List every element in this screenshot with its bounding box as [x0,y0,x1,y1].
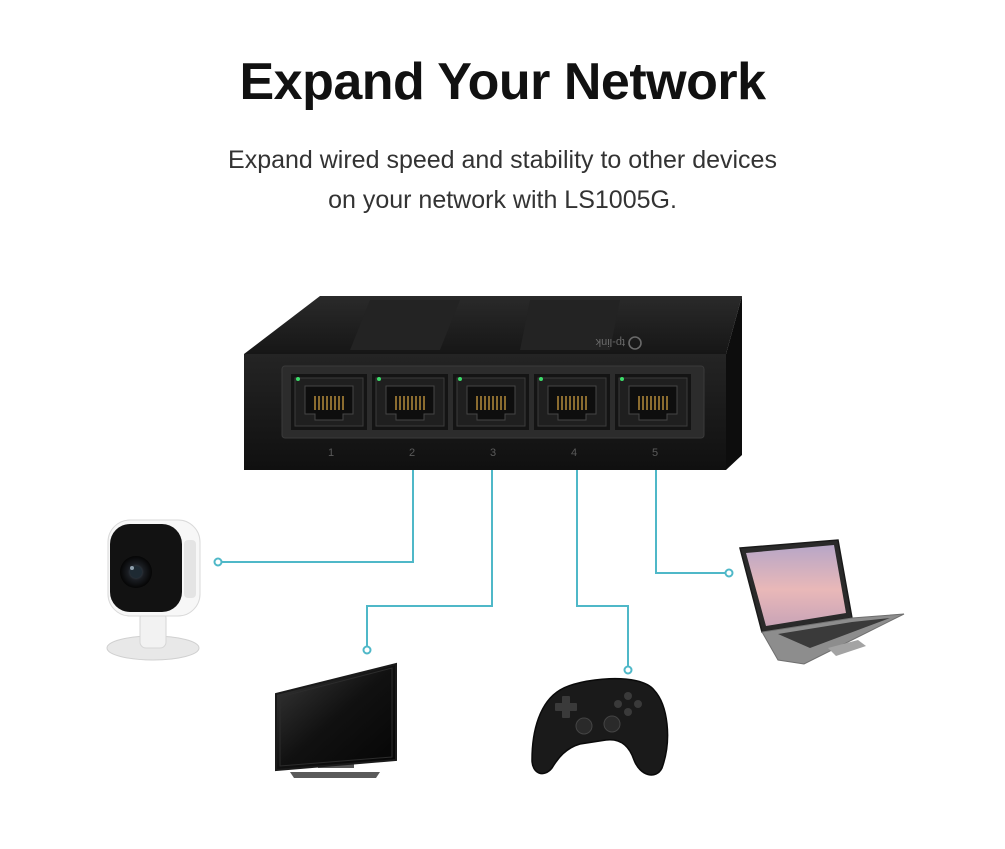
switch-top [244,296,742,354]
port-led [458,377,462,381]
tp-link-logo: tp-link [595,336,642,350]
tv-connection-line [366,470,493,650]
controller-connection-line [576,470,629,668]
port-led [539,377,543,381]
camera-node [213,557,223,567]
subtitle-line-2: on your network with LS1005G. [328,186,677,214]
ethernet-port [372,374,448,430]
port-number-4: 4 [571,447,577,459]
television-icon [275,662,397,778]
port-led [296,377,300,381]
tv-node [362,645,372,655]
ethernet-ports [291,374,691,430]
controller-node [623,665,633,675]
security-camera-icon [106,519,201,661]
connection-nodes [213,557,734,675]
ethernet-port [534,374,610,430]
port-led [377,377,381,381]
game-controller-icon [531,677,669,776]
laptop-connection-line [655,470,729,574]
port-led [620,377,624,381]
laptop-icon [739,539,905,665]
port-number-1: 1 [328,447,334,459]
switch-side [726,296,742,470]
connection-lines [218,470,729,668]
switch-top-ridge [520,300,620,350]
brand-label: tp-link [595,336,625,348]
ethernet-port [615,374,691,430]
ethernet-port [453,374,529,430]
camera-connection-line [218,470,414,563]
port-number-2: 2 [409,447,415,459]
ethernet-port [291,374,367,430]
port-number-3: 3 [490,447,496,459]
page-subtitle: Expand wired speed and stability to othe… [0,140,1005,220]
switch-top-ridge [350,300,460,350]
subtitle-line-1: Expand wired speed and stability to othe… [228,146,777,174]
page-title: Expand Your Network [239,53,766,111]
port-number-5: 5 [652,447,658,459]
laptop-node [724,568,734,578]
